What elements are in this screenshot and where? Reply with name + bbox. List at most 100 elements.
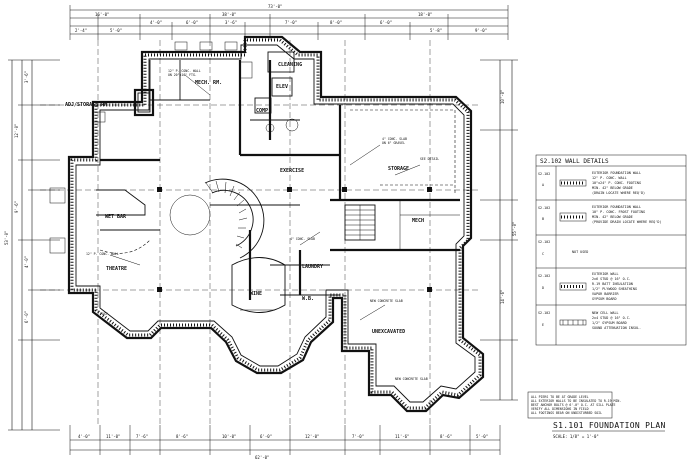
svg-text:11'-6": 11'-6" — [395, 434, 409, 439]
wd-row-a-l5: (DRAIN LOCATE WHERE REQ'D) — [592, 191, 645, 195]
room-label-storage: STORAGE — [388, 166, 409, 172]
note-footing-c: 12" P. CONC. WALL — [86, 252, 119, 256]
general-note-line-4: VERIFY ALL DIMENSIONS IN FIELD — [531, 407, 589, 411]
dim-top-c: 18'-0" — [418, 12, 432, 17]
svg-text:6'-0": 6'-0" — [24, 311, 29, 323]
dim-bottom-e: 10'-0" — [222, 434, 236, 439]
title-block: S1.101 FOUNDATION PLAN SCALE: 1/8" = 1'-… — [552, 421, 666, 439]
wd-row-b-letter: B — [542, 217, 544, 221]
wd-row-d-tag: S2.102 — [538, 274, 550, 278]
dim-overall-top: 73'-0" — [268, 4, 282, 9]
wd-row-a-tag: S2.102 — [538, 172, 550, 176]
svg-text:12'-0": 12'-0" — [305, 434, 319, 439]
svg-text:7'-0": 7'-0" — [352, 434, 364, 439]
dim-right-overall: 55'-0" — [512, 222, 517, 236]
general-note-box: ALL PIERS TO BE AT GRADE LEVEL ALL EXTER… — [527, 391, 621, 419]
bottom-dimension-strings: 4'-0" 11'-0" 7'-6" 8'-6" 10'-0" 6'-0" 12… — [69, 425, 501, 460]
wine-cellar — [231, 257, 286, 313]
note-new-conc: NEW CONCRETE SLAB — [370, 299, 403, 303]
wd-row-c-letter: C — [542, 252, 544, 256]
general-note-line-3: BEST ANCHOR BOLTS @ 6'-0" O.C. AT SILL P… — [531, 403, 616, 407]
wd-row-a-l4: MIN. 42" BELOW GRADE — [592, 186, 633, 190]
room-label-unexcavated: UNEXCAVATED — [372, 329, 405, 335]
svg-text:2'-4": 2'-4" — [75, 28, 87, 33]
wd-row-b-l1: EXTERIOR FOUNDATION WALL — [592, 205, 641, 209]
posts — [157, 187, 432, 292]
wd-row-a-l3: 10"x24" P. CONC. FOOTING — [592, 181, 641, 185]
wd-row-d-l4: 1/2" PLYWOOD SHEATHING — [592, 287, 637, 291]
general-note-line-1: ALL PIERS TO BE AT GRADE LEVEL — [531, 395, 589, 399]
straight-stair — [344, 204, 376, 241]
room-label-upper-left: ADJ/STORAGE RM — [65, 102, 107, 108]
room-label-mech: MECH — [412, 218, 424, 224]
svg-text:7'-0": 7'-0" — [285, 20, 297, 25]
upper-left-rooms — [92, 41, 238, 123]
wd-row-c-l1: NOT USED — [572, 250, 588, 254]
svg-text:6'-0": 6'-0" — [380, 20, 392, 25]
wd-row-a-l1: EXTERIOR FOUNDATION WALL — [592, 171, 641, 175]
general-note-line-5: ALL FOOTINGS BEAR ON UNDISTURBED SOIL — [531, 411, 602, 415]
top-dimension-strings: 73'-0" 16'-0" 38'-0" 18'-0" 4'-0"6'-0" 3… — [69, 4, 509, 40]
svg-text:3'-6": 3'-6" — [225, 20, 237, 25]
wd-row-e-letter: E — [542, 323, 544, 327]
dim-bottom-d: 8'-6" — [176, 434, 188, 439]
wall-details-title: S2.102 WALL DETAILS — [540, 158, 609, 165]
room-label-elev: ELEV — [276, 84, 288, 90]
dim-left-overall: 53'-0" — [4, 231, 9, 245]
wd-row-a-l2: 12" P. CONC. WALL — [592, 176, 627, 180]
wd-row-b-l2: 10" P. CONC. FROST FOOTING — [592, 210, 645, 214]
note-slab-c: 4" CONC. SLAB — [290, 237, 315, 241]
general-note-line-2: ALL EXTERIOR WALLS TO BE INSULATED TO R-… — [531, 399, 621, 403]
note-slab-a: 4" CONC. SLAB — [382, 137, 407, 141]
wd-row-d-l2: 2x6 STUD @ 16" O.C. — [592, 277, 631, 281]
storage-slab-lines — [350, 109, 460, 250]
room-label-exercise: EXERCISE — [280, 168, 304, 174]
wd-row-b-tag: S2.102 — [538, 206, 550, 210]
wd-row-c-tag: S2.102 — [538, 240, 550, 244]
svg-text:5'-8": 5'-8" — [430, 28, 442, 33]
wd-row-d-l3: R-19 BATT INSULATION — [592, 282, 633, 286]
svg-text:8'-6": 8'-6" — [440, 434, 452, 439]
note-new-conc-2: NEW CONCRETE SLAB — [395, 377, 428, 381]
wd-row-e-l4: SOUND ATTENUATION INSUL. — [592, 326, 641, 330]
exterior-foundation-wall — [67, 35, 485, 413]
svg-text:8'-0": 8'-0" — [330, 20, 342, 25]
room-label-laundry: LAUNDRY — [302, 264, 323, 270]
room-label-wine: WINE — [250, 291, 262, 297]
sheet-title: S1.101 FOUNDATION PLAN — [553, 421, 666, 430]
interior-walls — [100, 60, 460, 300]
dim-side-b: 9'-6" — [14, 201, 19, 213]
wd-row-e-l3: 1/2" GYPSUM BOARD — [592, 321, 627, 325]
dim-bottom-f: 6'-0" — [260, 434, 272, 439]
dim-bottom-a: 4'-0" — [78, 434, 90, 439]
curved-stair — [169, 178, 265, 259]
room-label-wet-bar: WET BAR — [105, 214, 127, 220]
wd-row-e-l1: NEW CELL WALL — [592, 311, 619, 315]
wd-row-d-l5: VAPOR BARRIER — [592, 292, 619, 296]
room-labels: MECH. RM. EXERCISE STORAGE THEATRE WINE … — [65, 62, 424, 335]
dim-bottom-b: 11'-0" — [106, 434, 120, 439]
note-footing-b: ON 20"x10" FTG. — [168, 73, 197, 77]
note-post: POST — [100, 312, 108, 316]
dim-top-a: 16'-0" — [95, 12, 109, 17]
room-label-theatre: THEATRE — [106, 266, 127, 272]
svg-text:62'-0": 62'-0" — [255, 455, 269, 460]
dim-bottom-c: 7'-6" — [136, 434, 148, 439]
svg-text:14'-6": 14'-6" — [500, 290, 505, 304]
wd-row-d-l6: GYPSUM BOARD — [592, 297, 617, 301]
right-dimension-strings: 55'-0" 10'-0" 14'-6" — [480, 59, 518, 401]
leader-lines — [109, 74, 421, 321]
svg-text:3'-6": 3'-6" — [24, 71, 29, 83]
dim-side-c: 4'-0" — [24, 256, 29, 268]
note-slab-b: ON 6" GRAVEL — [382, 141, 405, 145]
note-footing-a: 12" P. CONC. WALL — [168, 69, 201, 73]
room-label-wb: W.B. — [302, 296, 314, 302]
sheet-scale: SCALE: 1/8" = 1'-0" — [553, 434, 599, 439]
mech-area-fixtures — [239, 51, 299, 133]
wd-row-e-l2: 2x4 STUD @ 16" O.C. — [592, 316, 631, 320]
wd-row-a-letter: A — [542, 183, 544, 187]
theatre-features — [49, 187, 151, 254]
left-dimension-strings: 53'-0" 12'-0" 9'-6" 4'-0" 3'-6" 6'-0" — [4, 59, 60, 431]
wd-row-d-l1: EXTERIOR WALL — [592, 272, 619, 276]
